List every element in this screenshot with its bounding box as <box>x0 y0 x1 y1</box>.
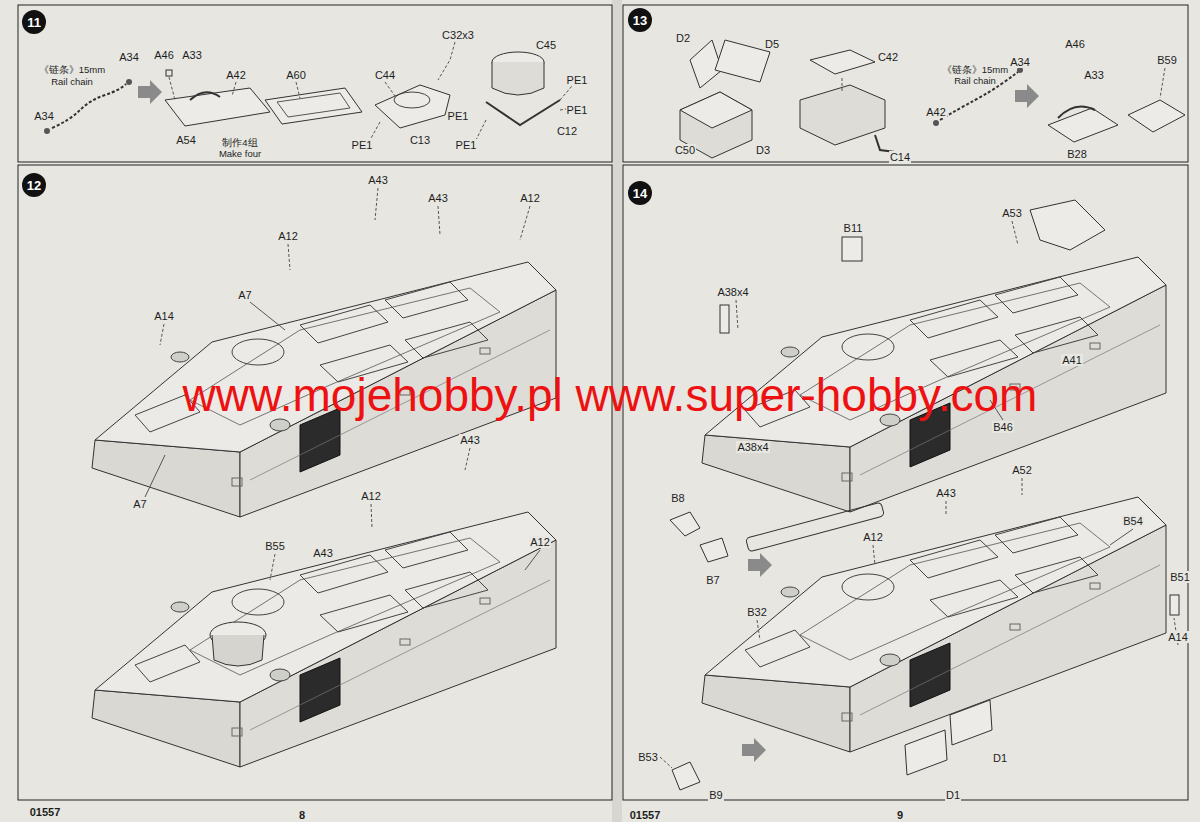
part-label: C13 <box>409 134 431 146</box>
instruction-note: Rail chain <box>953 76 997 86</box>
part-label: PE1 <box>566 74 589 86</box>
part-label: D2 <box>675 32 691 44</box>
part-label: A12 <box>277 230 299 242</box>
part-label: B32 <box>746 606 768 618</box>
part-label: A33 <box>1083 69 1105 81</box>
part-label: PE1 <box>351 139 374 151</box>
part-label: PE1 <box>447 110 470 122</box>
part-label: A46 <box>1064 38 1086 50</box>
part-label: A7 <box>132 498 147 510</box>
part-label: A33 <box>181 49 203 61</box>
part-label: PE1 <box>566 104 589 116</box>
instruction-note: 《链条》15mm <box>941 65 1009 75</box>
part-label: A12 <box>529 536 551 548</box>
part-label: C42 <box>877 51 899 63</box>
part-label: B8 <box>670 492 685 504</box>
instruction-note: 制作4组 <box>221 138 258 148</box>
step-number: 13 <box>633 14 647 27</box>
part-label: A42 <box>225 69 247 81</box>
page-number: 01557 <box>629 809 662 821</box>
page-number: 8 <box>298 809 306 821</box>
part-label: A43 <box>312 547 334 559</box>
part-label: A38x4 <box>736 441 769 453</box>
instruction-note: Make four <box>218 149 262 159</box>
part-label: A43 <box>427 192 449 204</box>
part-label: A12 <box>519 192 541 204</box>
part-label: B59 <box>1156 54 1178 66</box>
instruction-note: 《链条》15mm <box>38 65 106 75</box>
part-label: A43 <box>935 487 957 499</box>
part-label: A46 <box>153 49 175 61</box>
step-number-badge: 11 <box>22 10 46 34</box>
part-label: B54 <box>1122 515 1144 527</box>
part-label: B46 <box>992 421 1014 433</box>
part-label: C44 <box>374 69 396 81</box>
part-label: A12 <box>360 490 382 502</box>
part-label: A34 <box>118 51 140 63</box>
part-label: D5 <box>764 38 780 50</box>
part-label: C45 <box>535 39 557 51</box>
step-number-badge: 12 <box>22 173 46 197</box>
step-number: 14 <box>633 187 647 200</box>
part-label: B11 <box>843 222 864 234</box>
part-label: A42 <box>925 106 947 118</box>
step-number-badge: 13 <box>628 8 652 32</box>
part-label: A43 <box>459 434 481 446</box>
part-label: B7 <box>705 574 720 586</box>
part-label: B51 <box>1169 571 1191 583</box>
part-label: A54 <box>175 134 197 146</box>
part-label: A52 <box>1011 464 1033 476</box>
part-label: B9 <box>708 789 723 801</box>
part-label: A14 <box>1167 631 1189 643</box>
part-label: B53 <box>637 751 659 763</box>
part-label: A60 <box>285 69 307 81</box>
step-number: 11 <box>27 16 41 29</box>
part-label: D1 <box>992 752 1008 764</box>
part-label: A38x4 <box>716 286 749 298</box>
part-label: A34 <box>1009 56 1031 68</box>
part-label: C12 <box>556 125 578 137</box>
part-label: D3 <box>755 144 771 156</box>
part-label: A43 <box>367 174 389 186</box>
part-label: A53 <box>1001 207 1023 219</box>
part-label: A41 <box>1061 354 1083 366</box>
part-label: A12 <box>862 531 884 543</box>
part-label: B28 <box>1066 148 1088 160</box>
step-number: 12 <box>27 179 41 192</box>
watermark: www.mojehobby.pl www.super-hobby.com <box>183 370 1038 420</box>
part-label: D1 <box>945 789 961 801</box>
part-label: C50 <box>674 144 696 156</box>
part-label: B55 <box>264 540 286 552</box>
part-label: A34 <box>33 110 55 122</box>
part-label: C32x3 <box>441 29 475 41</box>
part-label: A14 <box>153 310 175 322</box>
page-number: 01557 <box>29 806 62 818</box>
part-label: A7 <box>237 289 252 301</box>
page-number: 9 <box>896 809 904 821</box>
step-number-badge: 14 <box>628 181 652 205</box>
part-label: C14 <box>889 151 911 163</box>
instruction-note: Rail chain <box>50 77 94 87</box>
part-label: PE1 <box>455 139 478 151</box>
